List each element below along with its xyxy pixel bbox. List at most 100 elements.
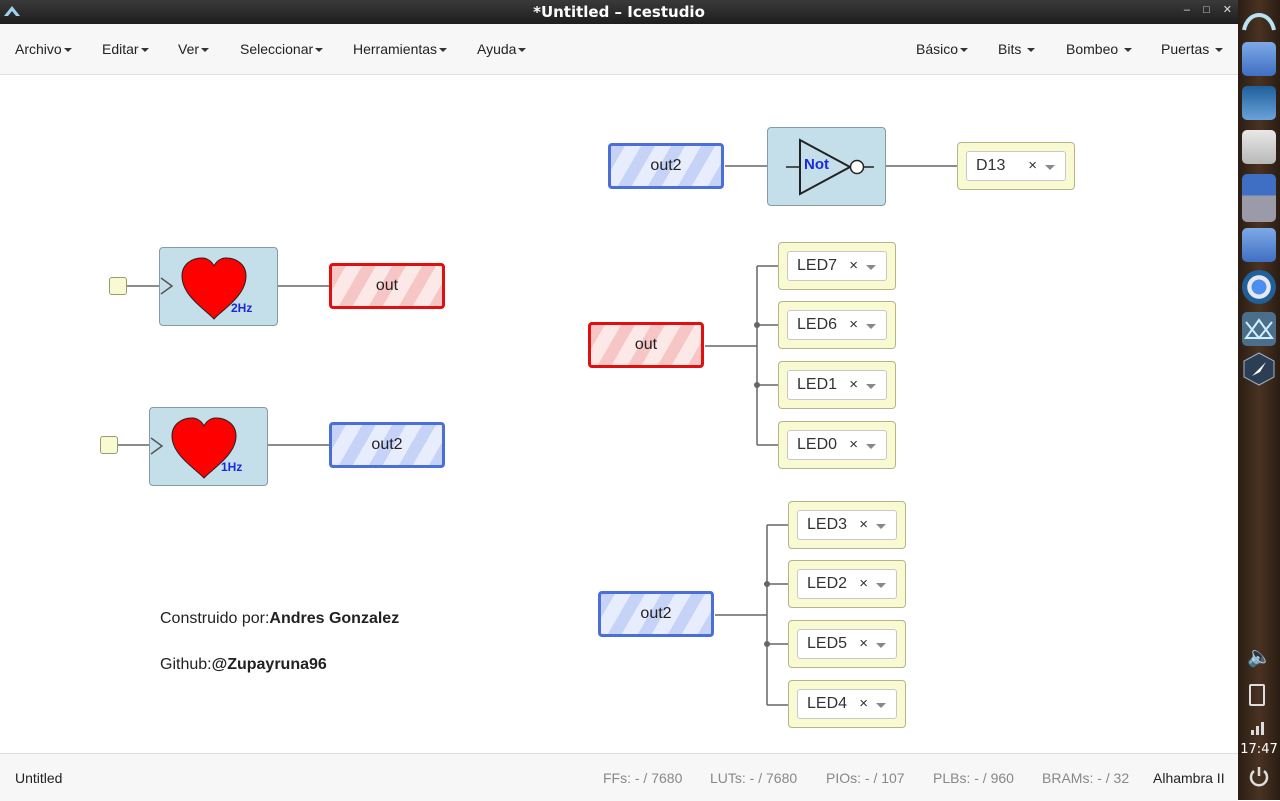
caret-icon [1215,48,1224,53]
dropdown-arrow-icon[interactable] [876,524,886,529]
pin-select[interactable]: LED4 × [797,689,897,719]
output-pin-led1[interactable]: LED1 × [778,361,896,409]
window-icon[interactable] [1242,130,1276,164]
input-label-out[interactable]: out [588,322,704,368]
heart-icon [160,257,247,320]
close-icon[interactable]: ✕ [1222,4,1232,16]
not-gate-block[interactable]: Not [767,127,886,206]
pin-value: LED2 [807,575,848,592]
dropdown-arrow-icon[interactable] [876,643,886,648]
dropdown-arrow-icon[interactable] [876,583,886,588]
label-text: out2 [650,157,682,174]
pin-select[interactable]: LED6 × [787,310,887,340]
output-pin-led3[interactable]: LED3 × [788,501,906,549]
network-icon[interactable] [1242,86,1276,120]
clear-icon[interactable]: × [859,516,868,533]
clear-icon[interactable]: × [849,436,858,453]
input-label-out2[interactable]: out2 [608,143,724,189]
output-pin-led2[interactable]: LED2 × [788,560,906,608]
dropdown-arrow-icon[interactable] [866,324,876,329]
menu-editar[interactable]: Editar [102,41,149,57]
clear-icon[interactable]: × [1028,157,1037,174]
plbs-usage: PLBs: - / 960 [933,770,1014,786]
pin-value: D13 [976,157,1006,174]
output-pin-led5[interactable]: LED5 × [788,620,906,668]
credit-built-by: Construido por:Andres Gonzalez [160,610,399,628]
menu-bits[interactable]: Bits [998,41,1036,57]
caret-icon [63,48,72,53]
clear-icon[interactable]: × [849,376,858,393]
dropdown-arrow-icon[interactable] [876,703,886,708]
caret-icon [140,48,149,53]
chromium-icon[interactable] [1242,270,1276,304]
clear-icon[interactable]: × [849,316,858,333]
output-pin-led6[interactable]: LED6 × [778,301,896,349]
folder-icon[interactable] [1242,42,1276,76]
input-label-out2[interactable]: out2 [598,591,714,637]
pin-value: LED4 [807,695,848,712]
pin-select[interactable]: LED1 × [787,370,887,400]
caret-icon [201,48,210,53]
not-gate-icon [786,138,874,196]
dropdown-arrow-icon[interactable] [866,444,876,449]
power-icon[interactable] [1247,764,1271,788]
caret-icon [960,48,969,53]
pin-select[interactable]: D13 × [966,151,1066,181]
status-bar: Untitled FFs: - / 7680 LUTs: - / 7680 PI… [0,753,1238,801]
dropdown-arrow-icon[interactable] [866,265,876,270]
clock-input-pin[interactable] [109,277,127,295]
icestudio-app-icon[interactable] [4,4,20,18]
pin-select[interactable]: LED5 × [797,629,897,659]
label-text: out [375,277,399,294]
workspace-switcher-icon[interactable] [1242,174,1276,222]
output-label-out[interactable]: out [329,263,445,309]
output-label-out2[interactable]: out2 [329,422,445,468]
compass-icon[interactable] [1242,352,1276,386]
design-canvas[interactable]: 2Hz out 1Hz out2 out2 Not D13 × [0,75,1238,753]
pios-usage: PIOs: - / 107 [826,770,905,786]
pin-select[interactable]: LED0 × [787,430,887,460]
label-text: out2 [640,605,672,622]
clock-input-pin[interactable] [100,436,118,454]
maximize-icon[interactable]: □ [1203,4,1210,16]
menu-herramientas[interactable]: Herramientas [353,41,448,57]
wires [118,165,958,706]
heartbeat-block-1hz[interactable]: 1Hz [149,407,268,486]
launcher-icon[interactable] [1240,4,1278,34]
heartbeat-block-2hz[interactable]: 2Hz [159,247,278,326]
menu-ayuda[interactable]: Ayuda [477,41,527,57]
credit-prefix: Construido por: [160,610,270,627]
clear-icon[interactable]: × [859,575,868,592]
menu-basico[interactable]: Básico [916,41,969,57]
menu-archivo[interactable]: Archivo [15,41,72,57]
menu-puertas[interactable]: Puertas [1161,41,1224,57]
folder-icon[interactable] [1242,228,1276,262]
output-pin-led4[interactable]: LED4 × [788,680,906,728]
output-pin-led0[interactable]: LED0 × [778,421,896,469]
pin-select[interactable]: LED7 × [787,251,887,281]
menu-ver[interactable]: Ver [178,41,210,57]
menu-seleccionar[interactable]: Seleccionar [240,41,324,57]
gate-label: Not [804,156,829,173]
signal-icon[interactable] [1250,718,1268,736]
caret-icon [1027,48,1036,53]
clear-icon[interactable]: × [849,257,858,274]
output-pin-d13[interactable]: D13 × [957,142,1075,190]
pin-value: LED3 [807,516,848,533]
file-name: Untitled [15,770,63,786]
clear-icon[interactable]: × [859,635,868,652]
volume-icon[interactable]: 🔈 [1247,646,1272,668]
board-selector[interactable]: Alhambra II [1153,770,1225,786]
pin-select[interactable]: LED3 × [797,510,897,540]
icestudio-icon[interactable] [1242,312,1276,346]
caret-icon [439,48,448,53]
battery-icon[interactable] [1249,684,1265,706]
dropdown-arrow-icon[interactable] [1045,165,1055,170]
pin-select[interactable]: LED2 × [797,569,897,599]
caret-icon [315,48,324,53]
menu-bombeo[interactable]: Bombeo [1066,41,1133,57]
minimize-icon[interactable]: – [1183,4,1190,16]
clear-icon[interactable]: × [859,695,868,712]
dropdown-arrow-icon[interactable] [866,384,876,389]
output-pin-led7[interactable]: LED7 × [778,242,896,290]
